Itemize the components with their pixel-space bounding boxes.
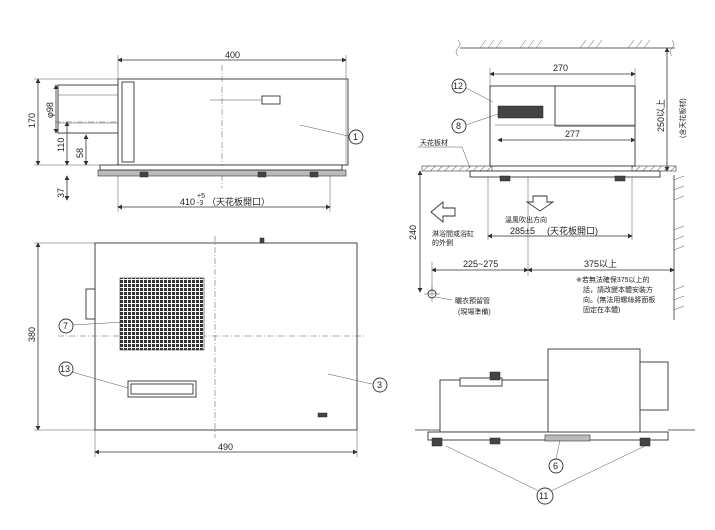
dim-250-sub: (含天花板材) bbox=[678, 98, 687, 138]
svg-text:7: 7 bbox=[63, 321, 68, 331]
dim-410: 410 bbox=[180, 197, 195, 207]
dim-375: 375以上 bbox=[584, 259, 617, 269]
svg-text:3: 3 bbox=[377, 380, 382, 390]
svg-text:11: 11 bbox=[539, 491, 548, 501]
dim-410-tol: +5 bbox=[197, 193, 205, 200]
dim-490: 490 bbox=[218, 442, 233, 452]
dim-285: 285±5 bbox=[510, 226, 535, 236]
dim-170: 170 bbox=[27, 113, 37, 128]
svg-text:1: 1 bbox=[353, 132, 358, 142]
dim-400: 400 bbox=[225, 50, 240, 60]
note-375-3: 向。(無法用螺絲將面板 bbox=[583, 295, 655, 304]
note-375-4: 固定在本體) bbox=[583, 305, 620, 314]
dim-277: 277 bbox=[565, 129, 580, 139]
pipe-label-1: 曬衣預留管 bbox=[455, 296, 490, 305]
dim-285-label: (天花板開口) bbox=[547, 225, 598, 236]
grille-7 bbox=[119, 277, 205, 351]
callout-6 bbox=[548, 458, 564, 474]
pipe-label-2: (現場準備) bbox=[458, 307, 491, 316]
dim-37: 37 bbox=[56, 188, 66, 198]
callout-13 bbox=[58, 361, 74, 377]
dim-225-275: 225~275 bbox=[463, 259, 498, 269]
callout-12 bbox=[451, 78, 467, 94]
dim-410-tol-minus: -3 bbox=[197, 200, 203, 207]
side-note-2: 的外側 bbox=[432, 238, 453, 247]
dim-410-label: （天花板開口） bbox=[207, 196, 270, 207]
dim-110: 110 bbox=[56, 138, 66, 152]
dim-380: 380 bbox=[27, 327, 37, 342]
callout-11 bbox=[536, 487, 554, 505]
callout-8 bbox=[451, 118, 467, 134]
svg-text:12: 12 bbox=[453, 81, 463, 91]
side-note-1: 淋浴間或浴缸 bbox=[432, 229, 474, 238]
svg-text:6: 6 bbox=[553, 461, 558, 471]
section-view: 270 277 250以上 (含天花板材) 天花板材 溫風吹出方向 淋浴間或浴缸… bbox=[408, 39, 687, 320]
dim-58: 58 bbox=[75, 148, 85, 158]
dim-250: 250以上 bbox=[656, 99, 666, 132]
note-375-1: ※若無法確保375以上的 bbox=[576, 275, 650, 284]
note-375-2: 話，請改變本體安裝方 bbox=[583, 285, 653, 294]
airflow-label: 溫風吹出方向 bbox=[505, 215, 547, 224]
svg-text:13: 13 bbox=[60, 364, 70, 374]
ceiling-material: 天花板材 bbox=[420, 138, 448, 147]
side-view: 400 170 φ98 110 58 37 410 +5 -3 （天花板開口） … bbox=[27, 50, 364, 212]
svg-text:8: 8 bbox=[456, 121, 461, 131]
elevation-view: 6 11 bbox=[415, 348, 695, 505]
callout-7 bbox=[58, 318, 74, 334]
dim-270: 270 bbox=[553, 63, 568, 73]
callout-3 bbox=[372, 377, 388, 393]
dim-240: 240 bbox=[408, 225, 418, 240]
dim-phi98: φ98 bbox=[45, 102, 55, 118]
plan-view: 380 490 7 13 3 bbox=[27, 236, 388, 457]
callout-1 bbox=[348, 129, 364, 145]
